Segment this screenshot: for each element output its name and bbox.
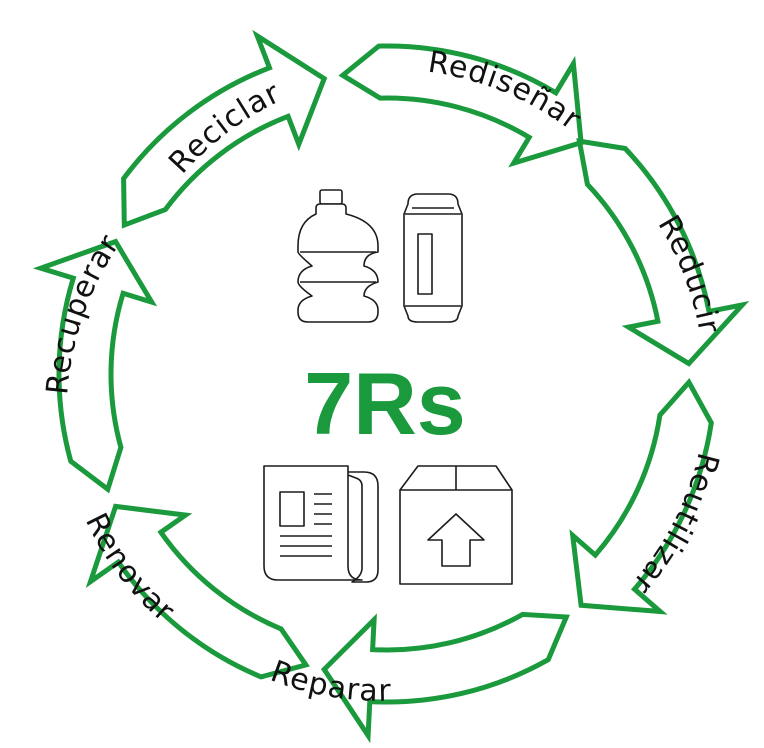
step-label-reducir: Reducir — [651, 209, 727, 336]
arrow-segment-5 — [320, 611, 570, 744]
cycle-ring — [32, 29, 750, 744]
bottle-icon — [297, 189, 379, 323]
box-icon — [399, 465, 513, 585]
diagram-title: 7Rs — [304, 354, 465, 453]
arrow-segment-6 — [85, 503, 310, 680]
can-icon — [403, 193, 463, 323]
arrow-segment-2 — [338, 43, 584, 168]
arrow-segment-1 — [121, 29, 328, 229]
arrow-segment-3 — [576, 138, 750, 367]
step-label-recuperar: Recuperar — [40, 228, 127, 396]
arrow-segment-7 — [32, 238, 158, 494]
arrow-segment-4 — [569, 377, 714, 615]
newspaper-icon — [263, 465, 379, 583]
step-label-reutilizar: Reutilizar — [625, 449, 725, 601]
